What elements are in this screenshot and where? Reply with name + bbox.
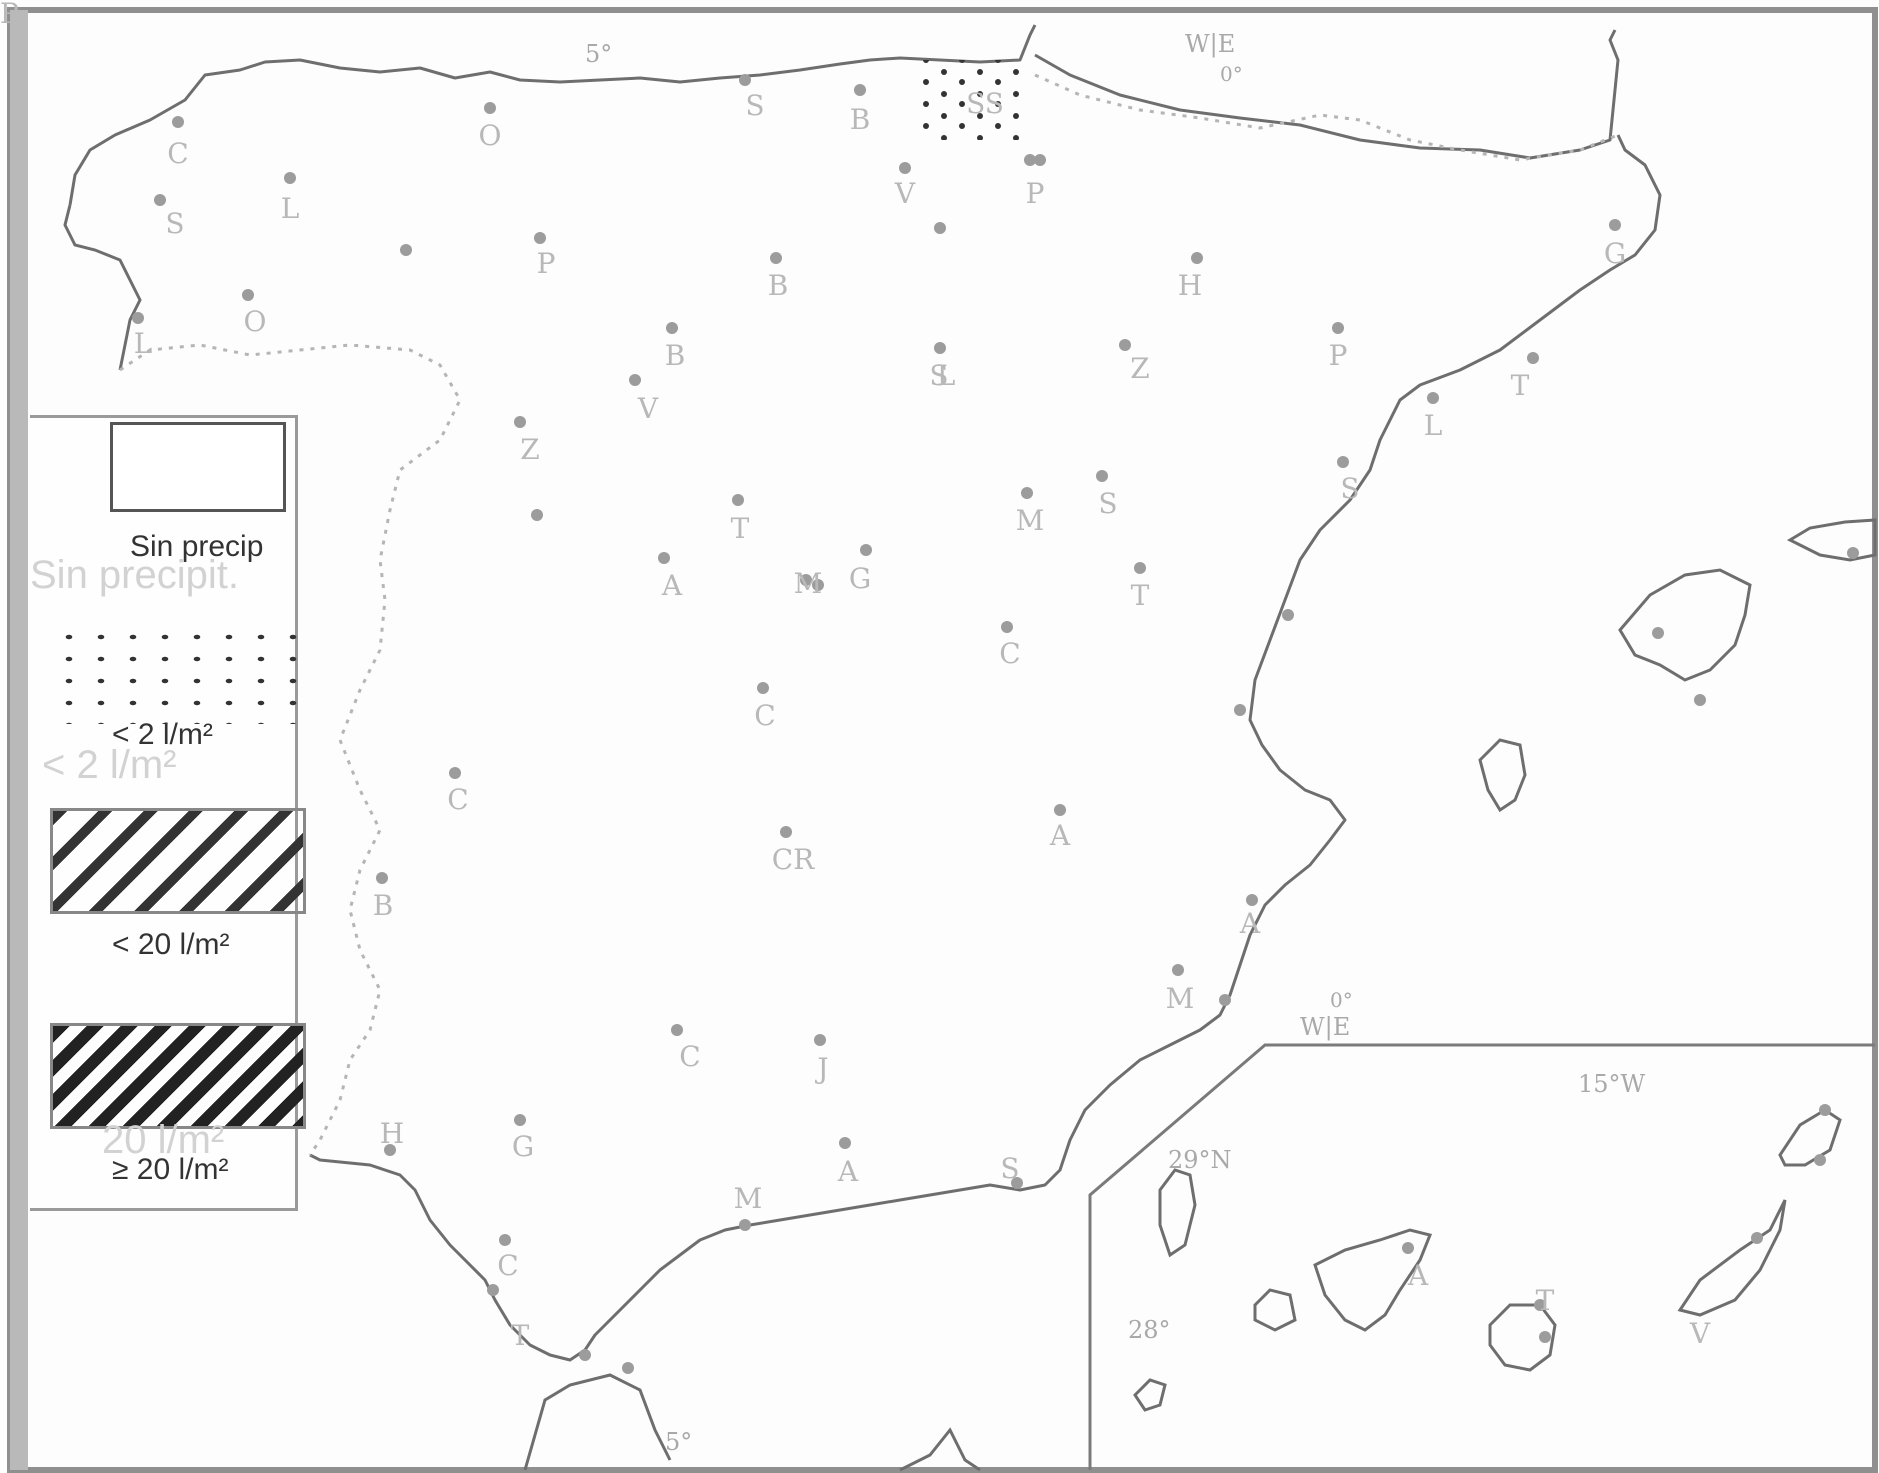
station-label: H (1177, 269, 1203, 302)
map-left-edge (10, 10, 28, 1470)
station-label: A (837, 1155, 859, 1188)
legend-swatch-lt20 (50, 808, 306, 914)
iberia-coastline (68, 24, 1662, 1362)
station-label: G (848, 562, 872, 595)
longitude-5-bottom: 5° (665, 1428, 693, 1456)
precip-area-dots (920, 60, 1030, 140)
station-label: B (767, 269, 789, 302)
africa-coastline (523, 1373, 981, 1472)
station-label: S (1098, 487, 1118, 520)
station-label: M (1165, 982, 1195, 1015)
station-label: A (1049, 819, 1071, 852)
legend-swatch-lt2 (50, 623, 306, 724)
station-label: S (1340, 472, 1360, 505)
station-label: S (929, 359, 949, 392)
station-label: B (664, 339, 686, 372)
station-label: B (372, 889, 394, 922)
station-label: S (745, 89, 765, 122)
meridian-inset-label: W|E (1300, 1013, 1351, 1041)
station-label: C (999, 637, 1021, 670)
station-label: S (165, 207, 185, 240)
station-label: C (754, 699, 776, 732)
station-label: P (1025, 177, 1045, 210)
station-label: L (133, 327, 153, 360)
station-label: L (936, 359, 956, 392)
station-label: T (510, 1319, 530, 1352)
station-label: A (1239, 907, 1261, 940)
stations (132, 74, 1859, 1374)
station-label: P (536, 247, 556, 280)
mallorca (1618, 568, 1752, 682)
station-label: Z (520, 433, 540, 466)
station-label: C (447, 783, 469, 816)
meridian-inset-degree: 0° (1330, 988, 1353, 1012)
longitude-5-top: 5° (585, 40, 613, 68)
station-label: T (1535, 1284, 1555, 1317)
station-label: SS (966, 87, 1004, 120)
station-label: O (243, 305, 267, 338)
station-label: V (637, 392, 659, 425)
meridian-top-label: W|E (1185, 30, 1236, 58)
legend-swatch-ge20 (50, 1023, 306, 1129)
station-label: S (1000, 1152, 1020, 1185)
station-label: M (733, 1182, 763, 1215)
station-label: V (1689, 1317, 1711, 1350)
legend-ghost-lt2: < 2 l/m² (42, 743, 177, 787)
station-label: P (1328, 339, 1348, 372)
meridian-top-degree: 0° (1220, 62, 1243, 86)
menorca (1786, 518, 1877, 562)
station-label: T (1510, 369, 1530, 402)
station-label: H (379, 1117, 405, 1150)
station-label: V (894, 177, 916, 210)
canary-latitude-28: 28° (1128, 1316, 1171, 1344)
ibiza (1478, 738, 1527, 813)
station-label: C (679, 1040, 701, 1073)
station-label: A (661, 569, 683, 602)
station-label: G (511, 1130, 535, 1163)
legend-label-sin-precip: Sin precip (130, 530, 264, 563)
station-label: L (1423, 409, 1443, 442)
legend-ghost-ge20: 20 l/m² (102, 1118, 225, 1162)
station-label: T (1130, 579, 1150, 612)
station-label: L (280, 192, 300, 225)
legend-label-lt2: < 2 l/m² (112, 718, 213, 751)
station-label: M (793, 567, 823, 600)
station-label: LP (0, 0, 19, 30)
france-border (1034, 73, 1619, 162)
canary-longitude-15w: 15°W (1578, 1070, 1646, 1098)
portugal-border (119, 343, 462, 1156)
station-label: J (817, 1052, 829, 1085)
canary-islands (1133, 1108, 1842, 1412)
legend-label-ge20: ≥ 20 l/m² (112, 1153, 229, 1186)
west-coastline (63, 204, 142, 371)
legend-swatch-sin-precip (110, 422, 286, 512)
station-label: T (730, 512, 750, 545)
station-label: Z (1130, 352, 1150, 385)
canary-latitude-29n: 29°N (1168, 1146, 1232, 1174)
station-label: G (1603, 237, 1627, 270)
legend-label-lt20: < 20 l/m² (112, 928, 230, 961)
station-label: M (1015, 504, 1045, 537)
legend: Sin precip Sin precipit. < 2 l/m² < 2 l/… (30, 415, 306, 1211)
station-label: B (849, 103, 871, 136)
legend-ghost-sin-precip: Sin precipit. (30, 553, 239, 597)
station-label: CR (771, 843, 815, 876)
station-label: A (1407, 1259, 1429, 1292)
station-label: C (497, 1249, 519, 1282)
station-label: O (478, 119, 502, 152)
canary-inset-frame (1088, 1043, 1875, 1470)
station-label: C (167, 137, 189, 170)
